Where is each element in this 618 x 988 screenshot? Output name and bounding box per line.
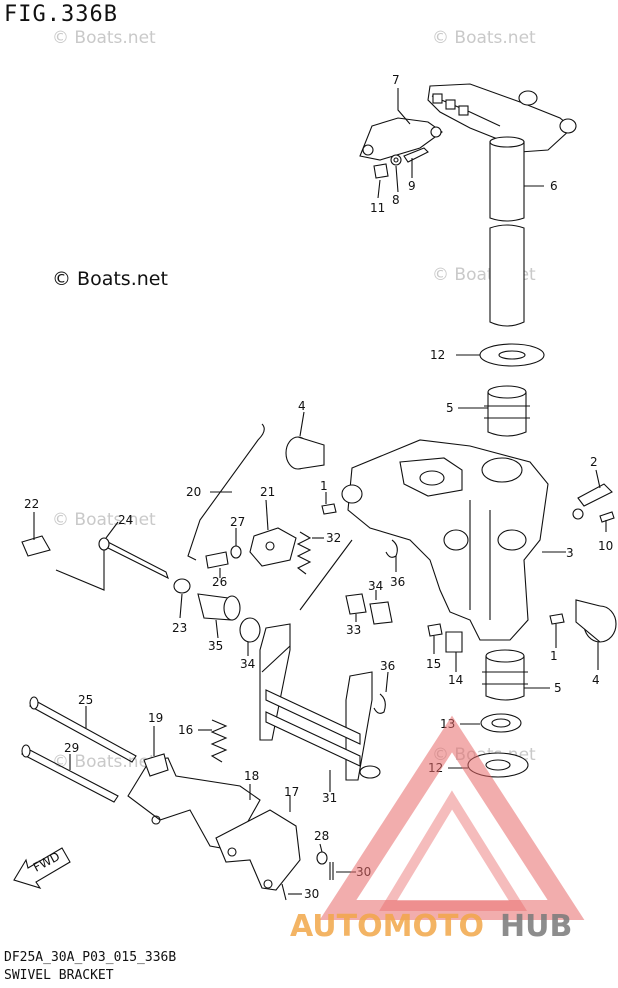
callout-7: 7 — [392, 73, 400, 87]
callout-15: 15 — [426, 657, 441, 671]
watermark: © Boats.net — [52, 28, 156, 48]
callout-36: 36 — [390, 575, 405, 589]
fwd-arrow: FWD — [13, 847, 71, 889]
callout-20: 20 — [186, 485, 201, 499]
logo-text-right: HUB — [500, 909, 572, 944]
callout-27: 27 — [230, 515, 245, 529]
part-clip — [373, 693, 386, 714]
callout-6: 6 — [550, 179, 558, 193]
part-pin — [29, 699, 137, 763]
part-washer — [479, 343, 545, 367]
watermark: © Boats.net — [432, 28, 536, 48]
part-spring — [210, 719, 228, 763]
callout-5: 5 — [554, 681, 562, 695]
watermark: © Boats.net — [52, 510, 156, 530]
part-bushing — [484, 385, 530, 437]
figure-code: DF25A_30A_P03_015_336B — [4, 950, 177, 965]
callout-30: 30 — [304, 887, 319, 901]
part-grip — [21, 535, 51, 557]
part-steering-bracket — [359, 83, 577, 161]
part-bushing — [482, 649, 528, 701]
part-nut-washer-bolt — [373, 147, 429, 179]
callout-17: 17 — [284, 785, 299, 799]
callout-9: 9 — [408, 179, 416, 193]
callout-23: 23 — [172, 621, 187, 635]
figure-title: FIG.336B — [4, 2, 118, 27]
callout-36: 36 — [380, 659, 395, 673]
callout-18: 18 — [244, 769, 259, 783]
callout-5: 5 — [446, 401, 454, 415]
callout-8: 8 — [392, 193, 400, 207]
part-bracket — [249, 527, 297, 567]
callout-2: 2 — [590, 455, 598, 469]
callout-24: 24 — [118, 513, 133, 527]
part-bushing-flange — [285, 436, 617, 643]
callout-14: 14 — [448, 673, 463, 687]
callout-4: 4 — [592, 673, 600, 687]
callout-31: 31 — [322, 791, 337, 805]
figure-name: SWIVEL BRACKET — [4, 968, 114, 983]
part-clip — [577, 483, 613, 507]
callout-22: 22 — [24, 497, 39, 511]
watermark: © Boats.net — [52, 752, 156, 772]
callout-32: 32 — [326, 531, 341, 545]
callout-3: 3 — [566, 546, 574, 560]
callout-4: 4 — [298, 399, 306, 413]
callout-33: 33 — [346, 623, 361, 637]
callout-34: 34 — [240, 657, 255, 671]
watermark-large: © Boats.net — [52, 268, 168, 290]
callout-16: 16 — [178, 723, 193, 737]
callout-35: 35 — [208, 639, 223, 653]
callout-28: 28 — [314, 829, 329, 843]
logo-text-left: AUTOMOTO — [290, 909, 484, 944]
leader-lines — [33, 88, 607, 895]
part-spring — [296, 531, 312, 575]
part-rod — [187, 423, 265, 561]
part-clamp-bracket — [127, 753, 301, 891]
callout-10: 10 — [598, 539, 613, 553]
callout-21: 21 — [260, 485, 275, 499]
callout-25: 25 — [78, 693, 93, 707]
callout-29: 29 — [64, 741, 79, 755]
part-steering-shaft — [489, 136, 525, 327]
part-swivel-bracket — [341, 439, 549, 641]
part-clip — [385, 539, 398, 558]
callout-19: 19 — [148, 711, 163, 725]
part-tilt-frame — [259, 623, 381, 781]
callout-26: 26 — [212, 575, 227, 589]
callout-11: 11 — [370, 201, 385, 215]
callout-1: 1 — [550, 649, 558, 663]
automotohub-logo: AUTOMOTO HUB — [290, 715, 585, 944]
callout-12: 12 — [430, 348, 445, 362]
callout-1: 1 — [320, 479, 328, 493]
part-lever — [55, 539, 169, 591]
callout-34: 34 — [368, 579, 383, 593]
